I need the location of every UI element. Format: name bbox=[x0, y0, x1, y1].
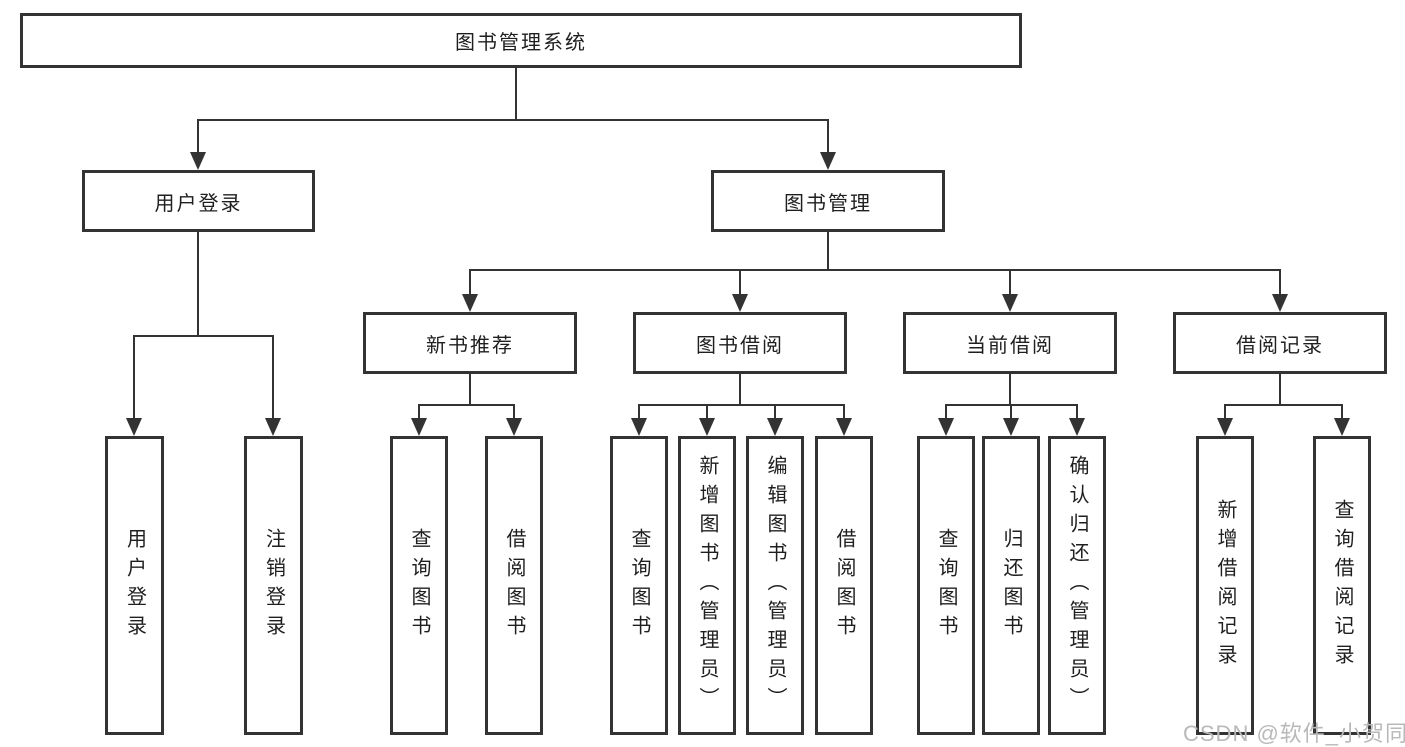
arrowhead-down-icon bbox=[126, 418, 142, 436]
node-new-book-recommend-label: 新书推荐 bbox=[426, 334, 514, 357]
connector-line bbox=[1224, 404, 1343, 406]
connector-line bbox=[1224, 404, 1226, 420]
connector-line bbox=[1009, 374, 1011, 406]
leaf-logout-label: 注销登录 bbox=[262, 527, 285, 644]
leaf-borrow-add-books-admin-label: 新增图书（管理员） bbox=[696, 455, 718, 716]
leaf-records-query-record: 查询借阅记录 bbox=[1313, 436, 1371, 735]
connector-line bbox=[197, 232, 199, 337]
arrowhead-down-icon bbox=[1217, 418, 1233, 436]
connector-line bbox=[739, 374, 741, 406]
connector-line bbox=[515, 68, 517, 121]
connector-line bbox=[1279, 269, 1281, 296]
connector-line bbox=[133, 335, 274, 337]
node-root-label: 图书管理系统 bbox=[455, 32, 587, 54]
node-current-borrow-label: 当前借阅 bbox=[966, 334, 1054, 357]
connector-line bbox=[638, 404, 640, 420]
leaf-current-return-books: 归还图书 bbox=[982, 436, 1040, 735]
leaf-user-login-label: 用户登录 bbox=[123, 527, 146, 644]
leaf-newbook-borrow-books: 借阅图书 bbox=[485, 436, 543, 735]
leaf-current-confirm-return-admin-label: 确认归还（管理员） bbox=[1066, 455, 1088, 716]
node-root: 图书管理系统 bbox=[20, 13, 1022, 68]
leaf-records-add-record-label: 新增借阅记录 bbox=[1214, 498, 1236, 673]
connector-line bbox=[418, 404, 515, 406]
connector-line bbox=[827, 119, 829, 154]
arrowhead-down-icon bbox=[836, 418, 852, 436]
connector-line bbox=[1341, 404, 1343, 420]
connector-line bbox=[513, 404, 515, 420]
connector-line bbox=[469, 269, 1281, 271]
arrowhead-down-icon bbox=[767, 418, 783, 436]
leaf-borrow-query-books-label: 查询图书 bbox=[628, 527, 650, 644]
arrowhead-down-icon bbox=[1003, 418, 1019, 436]
connector-line bbox=[827, 232, 829, 271]
connector-line bbox=[197, 119, 829, 121]
leaf-current-return-books-label: 归还图书 bbox=[1000, 527, 1022, 644]
leaf-records-add-record: 新增借阅记录 bbox=[1196, 436, 1254, 735]
csdn-watermark: CSDN @软件_小贺同学 bbox=[1183, 721, 1405, 746]
leaf-newbook-borrow-books-label: 借阅图书 bbox=[503, 527, 525, 644]
leaf-borrow-query-books: 查询图书 bbox=[610, 436, 668, 735]
arrowhead-down-icon bbox=[820, 152, 836, 170]
node-borrow-records: 借阅记录 bbox=[1173, 312, 1387, 374]
connector-line bbox=[638, 404, 845, 406]
arrowhead-down-icon bbox=[506, 418, 522, 436]
connector-line bbox=[418, 404, 420, 420]
connector-line bbox=[945, 404, 947, 420]
leaf-borrow-edit-books-admin: 编辑图书（管理员） bbox=[746, 436, 804, 735]
arrowhead-down-icon bbox=[411, 418, 427, 436]
arrowhead-down-icon bbox=[1069, 418, 1085, 436]
arrowhead-down-icon bbox=[265, 418, 281, 436]
connector-line bbox=[272, 335, 274, 420]
node-user-login: 用户登录 bbox=[82, 170, 315, 232]
connector-line bbox=[1010, 404, 1012, 420]
connector-line bbox=[197, 119, 199, 154]
leaf-current-query-books-label: 查询图书 bbox=[935, 527, 957, 644]
connector-line bbox=[1076, 404, 1078, 420]
node-current-borrow: 当前借阅 bbox=[903, 312, 1117, 374]
arrowhead-down-icon bbox=[699, 418, 715, 436]
arrowhead-down-icon bbox=[631, 418, 647, 436]
leaf-user-login: 用户登录 bbox=[105, 436, 164, 735]
leaf-newbook-query-books: 查询图书 bbox=[390, 436, 448, 735]
connector-line bbox=[1009, 269, 1011, 296]
leaf-records-query-record-label: 查询借阅记录 bbox=[1331, 498, 1353, 673]
arrowhead-down-icon bbox=[190, 152, 206, 170]
node-borrow-records-label: 借阅记录 bbox=[1236, 334, 1324, 357]
node-book-management-label: 图书管理 bbox=[784, 192, 872, 215]
leaf-current-query-books: 查询图书 bbox=[917, 436, 975, 735]
arrowhead-down-icon bbox=[462, 294, 478, 312]
node-user-login-label: 用户登录 bbox=[154, 192, 243, 215]
connector-line bbox=[133, 335, 135, 420]
connector-line bbox=[469, 374, 471, 406]
leaf-newbook-query-books-label: 查询图书 bbox=[408, 527, 430, 644]
node-book-borrow: 图书借阅 bbox=[633, 312, 847, 374]
arrowhead-down-icon bbox=[732, 294, 748, 312]
node-new-book-recommend: 新书推荐 bbox=[363, 312, 577, 374]
arrowhead-down-icon bbox=[1334, 418, 1350, 436]
arrowhead-down-icon bbox=[1002, 294, 1018, 312]
connector-line bbox=[469, 269, 471, 296]
node-book-management: 图书管理 bbox=[711, 170, 945, 232]
connector-line bbox=[1279, 374, 1281, 406]
arrowhead-down-icon bbox=[1272, 294, 1288, 312]
arrowhead-down-icon bbox=[938, 418, 954, 436]
node-book-borrow-label: 图书借阅 bbox=[696, 334, 784, 357]
connector-line bbox=[843, 404, 845, 420]
connector-line bbox=[706, 404, 708, 420]
connector-line bbox=[774, 404, 776, 420]
leaf-borrow-borrow-books-label: 借阅图书 bbox=[833, 527, 855, 644]
leaf-borrow-edit-books-admin-label: 编辑图书（管理员） bbox=[764, 455, 786, 716]
leaf-borrow-add-books-admin: 新增图书（管理员） bbox=[678, 436, 736, 735]
leaf-current-confirm-return-admin: 确认归还（管理员） bbox=[1048, 436, 1106, 735]
leaf-borrow-borrow-books: 借阅图书 bbox=[815, 436, 873, 735]
leaf-logout: 注销登录 bbox=[244, 436, 303, 735]
connector-line bbox=[739, 269, 741, 296]
